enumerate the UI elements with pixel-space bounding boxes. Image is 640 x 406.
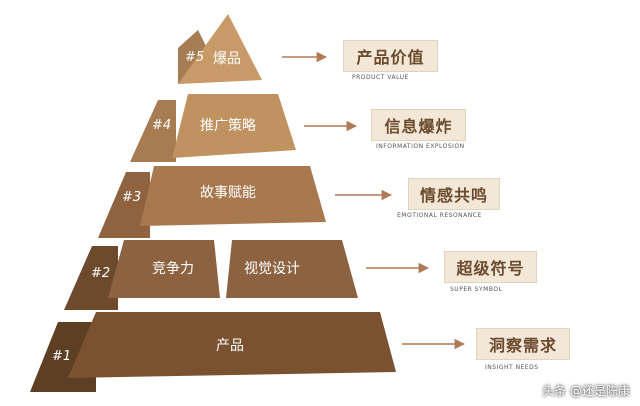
level-3-flap [98, 172, 150, 238]
level-3-result-box: 情感共鸣 [408, 178, 500, 210]
level-2-result-subtitle: SUPER SYMBOL [450, 286, 503, 293]
level-5-face [178, 14, 262, 84]
level-1-face [68, 312, 396, 378]
level-4-number: #4 [152, 118, 172, 133]
level-3-face [140, 166, 326, 226]
level-4-flap [130, 100, 176, 162]
level-3-number: #3 [122, 190, 142, 205]
level-5-flap [178, 30, 212, 84]
level-2-flap [64, 246, 118, 310]
level-5-label: 爆品 [213, 51, 241, 67]
level-1-number: #1 [52, 349, 72, 364]
watermark: 头条 @还是陈康 [542, 384, 630, 398]
level-2-label-right: 视觉设计 [244, 261, 300, 277]
level-4-face [172, 94, 296, 158]
level-4-result-box: 信息爆炸 [371, 109, 466, 141]
level-5-number: #5 [185, 50, 205, 65]
level-1-label: 产品 [216, 338, 244, 354]
level-2-left-face [108, 240, 220, 298]
level-5-result-subtitle: PRODUCT VALUE [352, 74, 409, 81]
level-2-number: #2 [91, 266, 111, 281]
level-2-label-left: 竞争力 [152, 261, 194, 277]
level-4-result-subtitle: INFORMATION EXPLOSION [376, 143, 465, 150]
level-3-label: 故事赋能 [200, 185, 256, 201]
level-3-result-subtitle: EMOTIONAL RESONANCE [397, 212, 482, 219]
level-1-result-box: 洞察需求 [476, 328, 570, 360]
level-2-right-face [226, 240, 358, 298]
level-4-label: 推广策略 [200, 118, 256, 134]
level-5-result-box: 产品价值 [343, 40, 438, 72]
level-2-result-box: 超级符号 [444, 251, 537, 283]
level-1-result-subtitle: INSIGHT NEEDS [485, 364, 539, 371]
